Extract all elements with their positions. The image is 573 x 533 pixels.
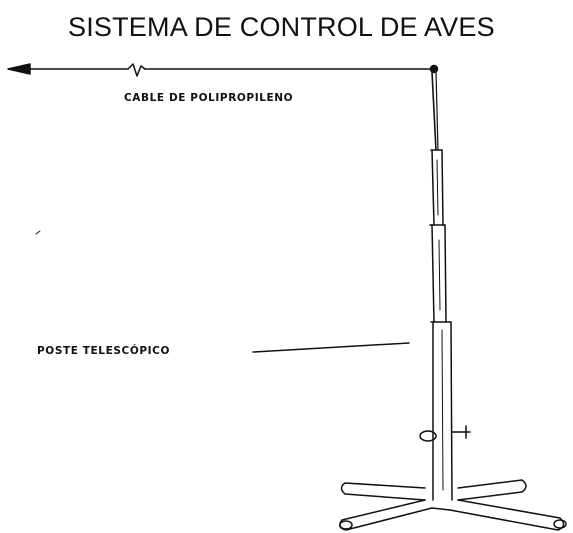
polypropylene-cable [27,63,433,77]
cable-arrowhead [7,63,31,75]
pole-top-pulley [429,64,439,74]
telescopic-pole [429,71,453,501]
pole-label: POSTE TELESCÓPICO [37,345,171,357]
pole-clamp [419,425,471,442]
pole-base-stand [339,479,567,531]
stray-mark [35,230,41,235]
pole-leader-line [252,342,410,353]
cable-label: CABLE DE POLIPROPILENO [124,92,294,104]
diagram-title: SISTEMA DE CONTROL DE AVES [68,12,495,42]
